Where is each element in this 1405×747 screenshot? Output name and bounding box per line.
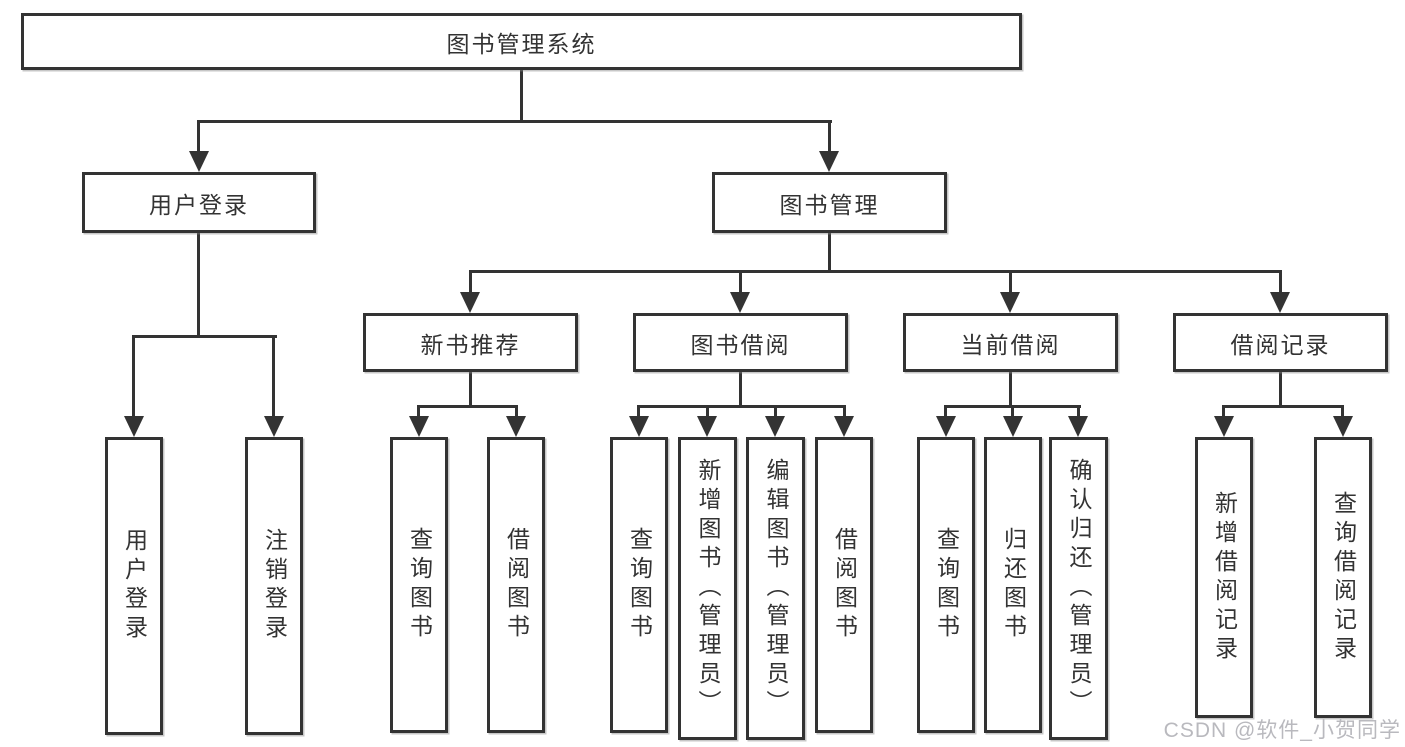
node-label: 查询借阅记录: [1330, 490, 1357, 665]
node-label: 注销登录: [261, 528, 288, 644]
connector-line: [515, 405, 518, 419]
node-user-login: 用户登录: [82, 172, 316, 233]
arrowhead-icon: [1068, 416, 1088, 437]
connector-line: [944, 405, 947, 419]
arrowhead-icon: [1270, 292, 1290, 313]
node-label: 图书管理系统: [446, 30, 597, 57]
connector-line: [637, 405, 640, 419]
connector-line: [417, 405, 420, 419]
connector-line: [132, 335, 135, 419]
node-current-borrowing: 当前借阅: [903, 313, 1118, 372]
connector-line: [520, 70, 523, 122]
connector-line: [739, 370, 742, 407]
leaf-logout: 注销登录: [245, 437, 303, 735]
arrowhead-icon: [730, 292, 750, 313]
connector-line: [1009, 270, 1012, 297]
arrowhead-icon: [1214, 416, 1234, 437]
connector-line: [197, 120, 200, 157]
connector-line: [706, 405, 709, 419]
csdn-watermark: CSDN @软件_小贺同学: [1163, 719, 1401, 742]
leaf-add-books-admin: 新增图书（管理员）: [678, 437, 737, 740]
arrowhead-icon: [1333, 416, 1353, 437]
leaf-query-borrow-record: 查询借阅记录: [1314, 437, 1372, 718]
node-label: 借阅记录: [1230, 331, 1331, 358]
connector-line: [739, 270, 742, 297]
node-label: 新增图书（管理员）: [695, 458, 721, 719]
leaf-return-books: 归还图书: [984, 437, 1042, 733]
node-label: 借阅图书: [503, 527, 530, 643]
arrowhead-icon: [936, 416, 956, 437]
node-label: 新书推荐: [420, 331, 521, 358]
node-library-system: 图书管理系统: [21, 13, 1022, 70]
connector-line: [1222, 405, 1344, 408]
leaf-recommend-query-books: 查询图书: [390, 437, 448, 733]
arrowhead-icon: [765, 416, 785, 437]
node-borrowing-records: 借阅记录: [1173, 313, 1388, 372]
leaf-confirm-return-admin: 确认归还（管理员）: [1049, 437, 1108, 740]
leaf-borrowing-query-books: 查询图书: [610, 437, 668, 733]
connector-line: [843, 405, 846, 419]
leaf-borrow-books: 借阅图书: [815, 437, 873, 733]
leaf-add-borrow-record: 新增借阅记录: [1195, 437, 1253, 718]
connector-line: [197, 233, 200, 337]
node-label: 用户登录: [121, 528, 148, 644]
connector-line: [132, 335, 277, 338]
connector-line: [469, 370, 472, 407]
node-book-management: 图书管理: [712, 172, 947, 233]
connector-line: [774, 405, 777, 419]
connector-line: [828, 233, 831, 272]
node-label: 当前借阅: [960, 331, 1061, 358]
connector-line: [272, 335, 275, 419]
connector-line: [1279, 270, 1282, 297]
connector-line: [469, 270, 472, 297]
node-label: 查询图书: [626, 527, 653, 643]
connector-line: [1011, 405, 1014, 419]
leaf-user-login: 用户登录: [105, 437, 163, 735]
arrowhead-icon: [834, 416, 854, 437]
node-label: 查询图书: [933, 527, 960, 643]
arrowhead-icon: [460, 292, 480, 313]
connector-line: [1009, 370, 1012, 407]
node-label: 查询图书: [406, 527, 433, 643]
node-label: 用户登录: [149, 191, 249, 218]
connector-line: [1222, 405, 1225, 419]
arrowhead-icon: [506, 416, 526, 437]
arrowhead-icon: [409, 416, 429, 437]
node-new-book-recommend: 新书推荐: [363, 313, 578, 372]
arrowhead-icon: [264, 416, 284, 437]
arrowhead-icon: [124, 416, 144, 437]
node-label: 新增借阅记录: [1211, 490, 1238, 665]
node-label: 确认归还（管理员）: [1066, 458, 1092, 719]
arrowhead-icon: [1003, 416, 1023, 437]
node-label: 图书管理: [779, 191, 880, 218]
connector-line: [1077, 405, 1080, 419]
connector-line: [469, 270, 1282, 273]
node-book-borrowing: 图书借阅: [633, 313, 848, 372]
node-label: 借阅图书: [831, 527, 858, 643]
connector-line: [197, 120, 832, 123]
connector-line: [828, 120, 831, 157]
arrowhead-icon: [1000, 292, 1020, 313]
leaf-edit-books-admin: 编辑图书（管理员）: [746, 437, 805, 740]
connector-line: [417, 405, 518, 408]
node-label: 编辑图书（管理员）: [763, 458, 789, 719]
leaf-recommend-borrow-books: 借阅图书: [487, 437, 545, 733]
node-label: 归还图书: [1000, 527, 1027, 643]
connector-line: [1341, 405, 1344, 419]
node-label: 图书借阅: [690, 331, 791, 358]
arrowhead-icon: [819, 151, 839, 172]
arrowhead-icon: [629, 416, 649, 437]
leaf-current-query-books: 查询图书: [917, 437, 975, 733]
connector-line: [1279, 370, 1282, 407]
arrowhead-icon: [697, 416, 717, 437]
arrowhead-icon: [189, 151, 209, 172]
